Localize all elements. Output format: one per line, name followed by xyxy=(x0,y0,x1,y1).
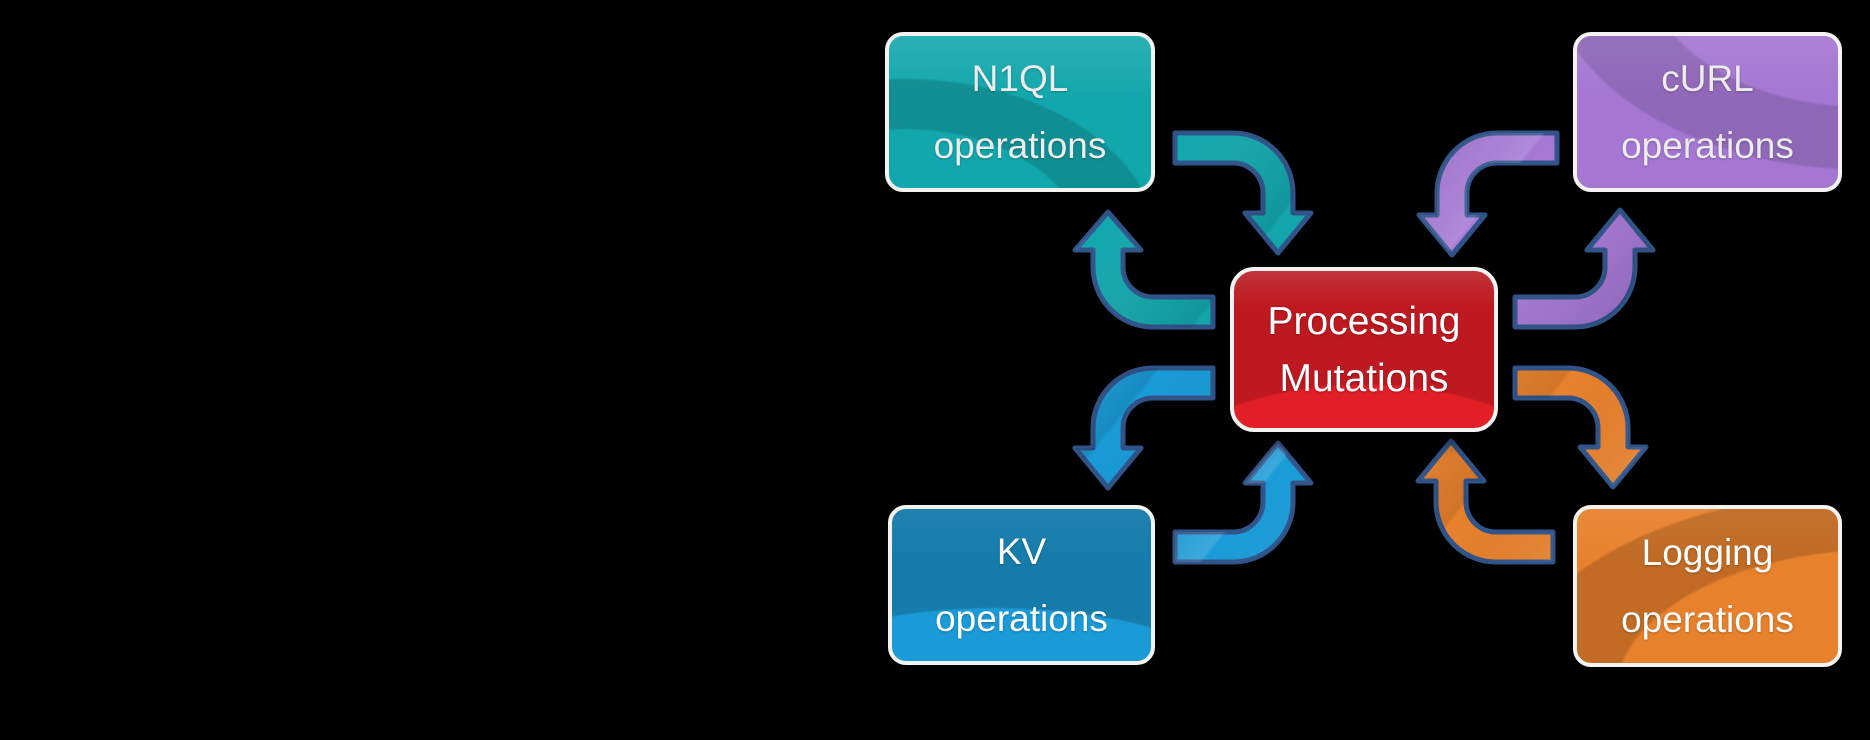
node-label-line2: operations xyxy=(933,125,1107,166)
arrow-processing-to-logging xyxy=(1515,368,1646,487)
arrow-logging-to-processing xyxy=(1418,441,1553,562)
node-processing-mutations: Processing Mutations xyxy=(1230,267,1498,432)
node-label-line1: cURL xyxy=(1661,58,1754,99)
node-label-line2: operations xyxy=(1621,599,1794,640)
arrow-processing-to-curl xyxy=(1515,210,1653,327)
node-label-line1: Processing xyxy=(1267,299,1461,343)
arrow-processing-to-n1ql xyxy=(1075,212,1213,327)
node-label-line1: N1QL xyxy=(971,58,1069,99)
arrow-n1ql-to-processing xyxy=(1175,133,1311,253)
node-label-line2: operations xyxy=(1621,125,1794,166)
arrow-kv-to-processing xyxy=(1175,443,1311,562)
node-curl-operations: cURL operations xyxy=(1573,32,1842,192)
node-logging-operations: Logging operations xyxy=(1573,505,1842,667)
arrow-curl-to-processing xyxy=(1419,133,1557,255)
arrow-processing-to-kv xyxy=(1075,368,1213,488)
node-label-line2: operations xyxy=(935,598,1108,639)
node-kv-operations: KV operations xyxy=(888,505,1155,665)
node-n1ql-operations: N1QL operations xyxy=(885,32,1155,192)
node-label-line2: Mutations xyxy=(1279,356,1449,400)
node-label-line1: KV xyxy=(996,531,1047,572)
node-label-line1: Logging xyxy=(1641,532,1774,573)
